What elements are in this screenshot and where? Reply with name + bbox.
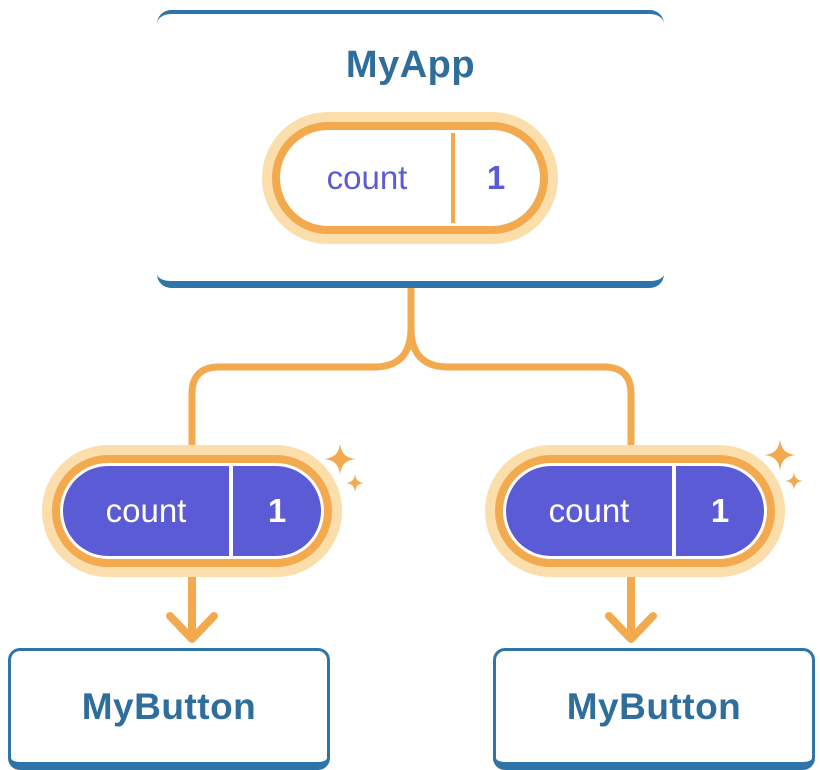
sparkle-icon xyxy=(764,439,803,490)
state-value: 1 xyxy=(455,133,537,223)
tree-connector xyxy=(188,288,635,450)
sparkle-icon xyxy=(324,443,364,492)
arrow-right-head-icon xyxy=(605,612,657,643)
state-name: count xyxy=(283,133,451,223)
component-node-mybutton-right: MyButton xyxy=(493,648,815,770)
arrow-left-head-icon xyxy=(166,612,218,643)
state-pill-body: count 1 xyxy=(63,466,321,556)
state-value: 1 xyxy=(676,466,764,556)
component-node-myapp: MyApp xyxy=(157,10,664,288)
connector-left-branch xyxy=(188,288,415,450)
state-pill-right-child: count 1 xyxy=(495,455,775,567)
connector-right-branch xyxy=(407,288,635,450)
state-arrows xyxy=(166,570,657,643)
state-name: count xyxy=(63,466,229,556)
component-node-mybutton-left: MyButton xyxy=(8,648,330,770)
state-pill-body: count 1 xyxy=(506,466,764,556)
state-pill-root: count 1 xyxy=(272,122,548,234)
component-title: MyApp xyxy=(345,44,476,86)
state-pill-left-child: count 1 xyxy=(52,455,332,567)
pill-divider xyxy=(451,133,455,223)
component-title: MyButton xyxy=(81,685,257,727)
component-title: MyButton xyxy=(566,685,742,727)
pill-divider xyxy=(229,466,233,556)
pill-divider xyxy=(672,466,676,556)
state-pill-body: count 1 xyxy=(283,133,537,223)
state-value: 1 xyxy=(233,466,321,556)
state-name: count xyxy=(506,466,672,556)
